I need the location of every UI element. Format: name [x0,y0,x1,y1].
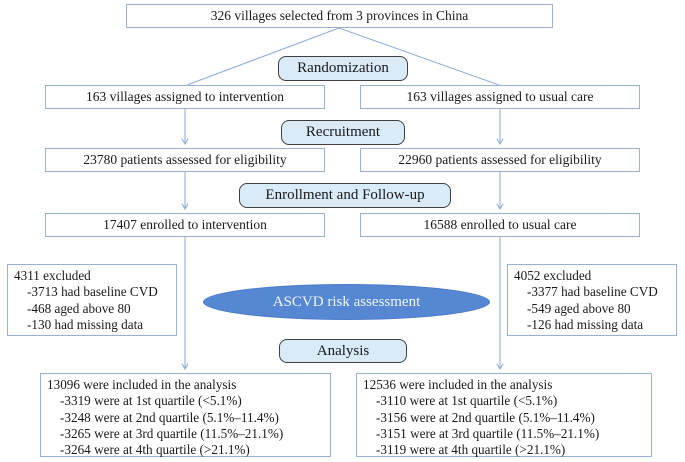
right-analysis-item: -3156 were at 2nd quartile (5.1%–11.4%) [376,409,595,425]
right-analysis-title: 12536 were included in the analysis [363,377,553,392]
left-analysis-item: -3265 were at 3rd quartile (11.5%–21.1%) [60,426,284,442]
stage-recruitment: Recruitment [281,120,405,145]
left-analysis-item: -3248 were at 2nd quartile (5.1%–11.4%) [60,409,279,425]
right-assigned-box: 163 villages assigned to usual care [360,85,640,109]
left-analysis-title: 13096 were included in the analysis [47,377,237,392]
ascvd-risk-assessment-ellipse: ASCVD risk assessment [203,284,490,320]
left-excluded-item: -468 aged above 80 [27,300,131,316]
left-excluded-box: 4311 excluded -3713 had baseline CVD -46… [7,264,177,336]
right-analysis-item: -3119 were at 4th quartile (>21.1%) [376,442,566,458]
right-excluded-item: -549 aged above 80 [527,300,631,316]
left-enrolled-box: 17407 enrolled to intervention [45,213,325,237]
stage-enrollment-followup: Enrollment and Follow-up [239,183,451,208]
left-excluded-item: -3713 had baseline CVD [27,284,158,300]
top-box: 326 villages selected from 3 provinces i… [126,4,553,28]
right-excluded-item: -126 had missing data [527,317,644,333]
right-excluded-title: 4052 excluded [514,268,592,283]
right-excluded-box: 4052 excluded -3377 had baseline CVD -54… [507,264,677,336]
left-analysis-box: 13096 were included in the analysis -331… [40,373,331,457]
left-analysis-item: -3264 were at 4th quartile (>21.1%) [60,442,250,458]
left-assessed-box: 23780 patients assessed for eligibility [45,148,325,172]
right-analysis-item: -3151 were at 3rd quartile (11.5%–21.1%) [376,426,600,442]
left-excluded-item: -130 had missing data [27,317,144,333]
stage-analysis: Analysis [279,339,407,363]
left-analysis-item: -3319 were at 1st quartile (<5.1%) [60,393,242,409]
right-analysis-item: -3110 were at 1st quartile (<5.1%) [376,393,558,409]
left-assigned-box: 163 villages assigned to intervention [45,85,325,109]
right-excluded-item: -3377 had baseline CVD [527,284,658,300]
stage-randomization: Randomization [278,56,408,81]
right-assessed-box: 22960 patients assessed for eligibility [360,148,640,172]
right-analysis-box: 12536 were included in the analysis -311… [356,373,652,457]
left-excluded-title: 4311 excluded [14,268,91,283]
right-enrolled-box: 16588 enrolled to usual care [360,213,640,237]
